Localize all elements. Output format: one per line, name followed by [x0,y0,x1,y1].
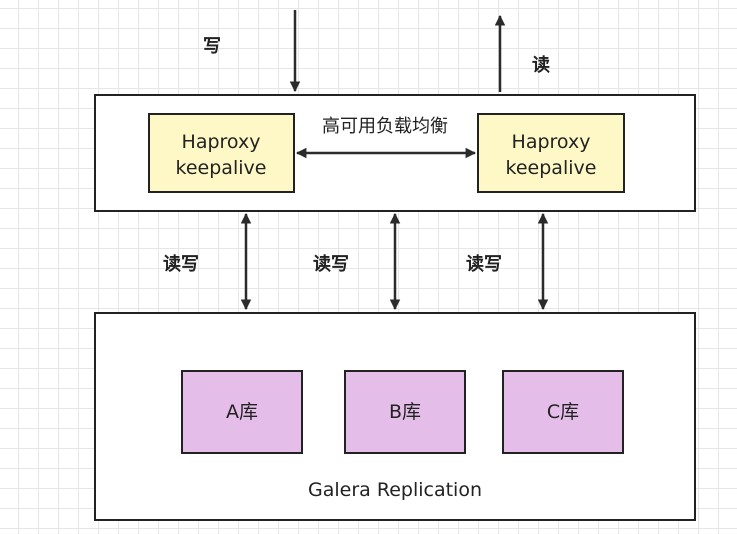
database-c: C库 [502,370,624,454]
read-label: 读 [532,54,550,76]
proxy-left-line2: keepalive [176,157,267,179]
proxy-node-right: Haproxy keepalive [477,113,625,193]
rw-label-middle: 读写 [313,253,349,275]
proxy-right-line1: Haproxy [512,131,591,153]
database-b: B库 [344,370,466,454]
database-a-label: A库 [226,401,258,423]
rw-label-left: 读写 [163,253,199,275]
write-label: 写 [203,36,221,57]
rw-label-right: 读写 [466,253,502,275]
proxy-right-line2: keepalive [506,157,597,179]
database-c-label: C库 [547,401,579,423]
ha-load-balance-label: 高可用负载均衡 [322,116,448,137]
galera-replication-label: Galera Replication [308,479,482,501]
database-a: A库 [181,370,303,454]
database-b-label: B库 [389,401,421,423]
proxy-node-left: Haproxy keepalive [148,113,295,193]
proxy-left-line1: Haproxy [182,131,261,153]
